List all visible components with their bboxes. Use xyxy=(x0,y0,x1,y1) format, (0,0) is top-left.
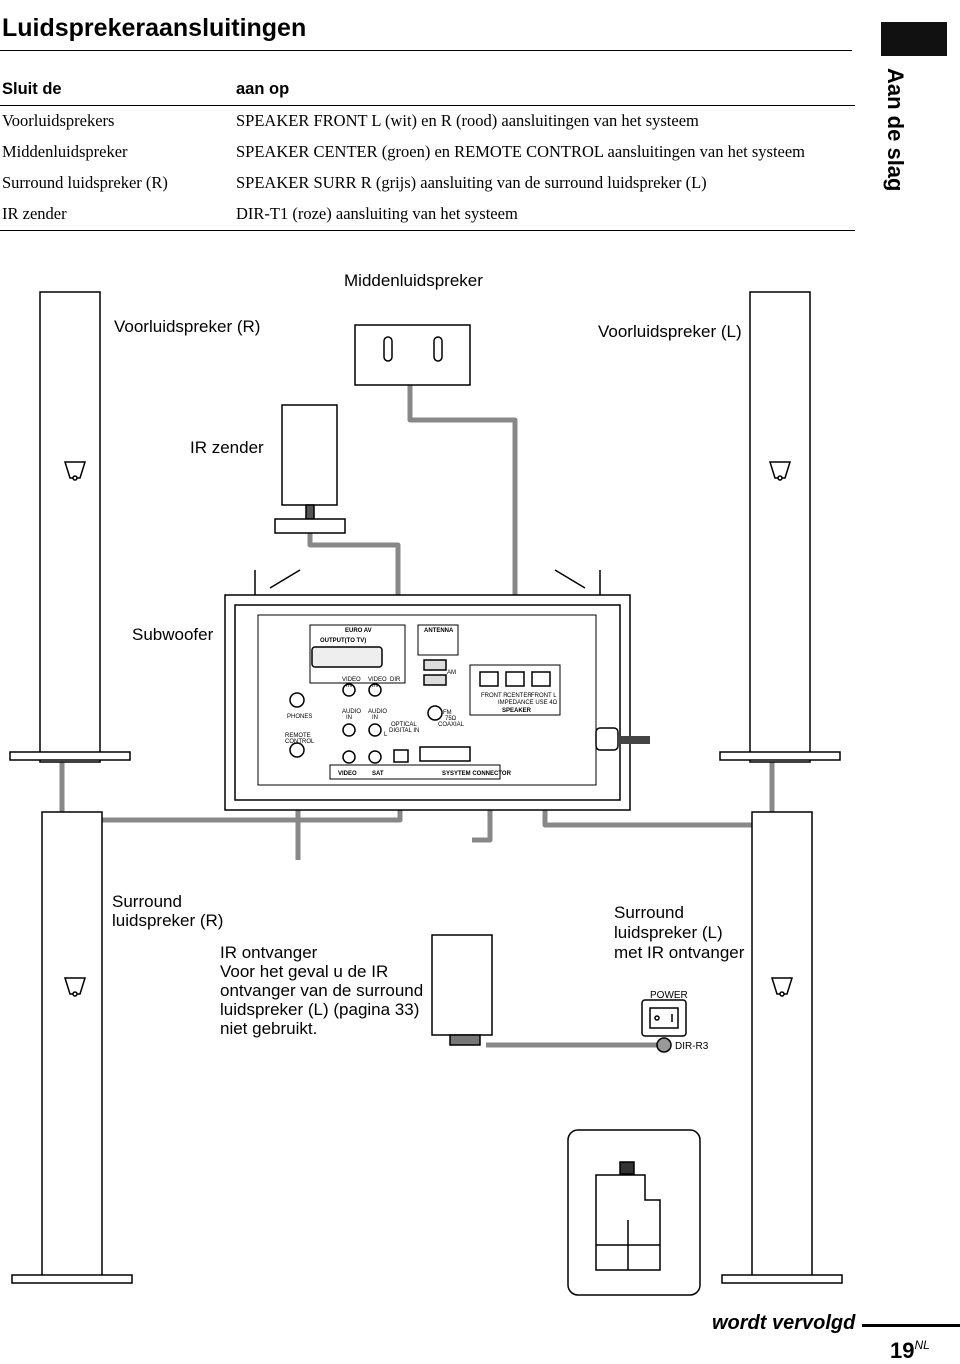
panel-system-connector: SYSYTEM CONNECTOR xyxy=(442,771,512,777)
panel-sat: SAT xyxy=(372,771,384,777)
table-header-row: Sluit de aan op xyxy=(0,76,855,106)
label-power: POWER xyxy=(650,990,688,1001)
panel-dir: DIR xyxy=(390,677,401,683)
panel-l: L xyxy=(384,732,388,738)
page-number-suffix: NL xyxy=(914,1338,930,1352)
footer-rule xyxy=(862,1324,960,1327)
panel-optical: DIGITAL IN xyxy=(389,728,419,734)
panel-output: OUTPUT(TO TV) xyxy=(320,638,366,644)
table-cell: Middenluidspreker xyxy=(2,142,128,161)
subwoofer-unit xyxy=(224,569,650,811)
page-number: 19NL xyxy=(890,1338,930,1364)
panel-center: CENTER xyxy=(507,693,532,699)
ir-receiver xyxy=(431,934,493,1046)
label-surround-r: luidspreker (R) xyxy=(112,911,223,930)
section-tab: Aan de slag xyxy=(875,68,915,208)
panel-video-in: VIDEO xyxy=(342,677,361,683)
label-subwoofer: Subwoofer xyxy=(132,625,214,644)
panel-fm: 75Ω xyxy=(445,716,457,722)
table-cell: IR zender xyxy=(0,199,234,231)
table-header: aan op xyxy=(234,76,855,106)
table-cell: Surround luidspreker (R) xyxy=(2,173,168,192)
table-row: Middenluidspreker SPEAKER CENTER (groen)… xyxy=(0,137,855,168)
table-row: Voorluidsprekers SPEAKER FRONT L (wit) e… xyxy=(0,106,855,138)
label-ir-ontvanger: ontvanger van de surround xyxy=(220,981,423,1000)
connection-table: Sluit de aan op Voorluidsprekers SPEAKER… xyxy=(0,76,855,231)
panel-speaker: SPEAKER xyxy=(502,708,532,714)
panel-audio-in: AUDIO xyxy=(342,709,361,715)
page-number-value: 19 xyxy=(890,1338,915,1363)
panel-video-in-2: VIDEO xyxy=(368,677,387,683)
panel-video-in-2: IN xyxy=(372,683,378,689)
label-front-l: Voorluidspreker (L) xyxy=(598,322,742,341)
table-cell: SPEAKER SURR R (grijs) aansluiting van d… xyxy=(236,173,707,192)
panel-audio-in-2: IN xyxy=(372,715,378,721)
table-cell: SPEAKER CENTER (groen) en REMOTE CONTROL… xyxy=(236,142,806,161)
label-ir-ontvanger: luidspreker (L) (pagina 33) xyxy=(220,1000,419,1019)
label-surround-l: met IR ontvanger xyxy=(614,943,745,962)
panel-am: AM xyxy=(447,670,456,676)
panel-euro-av: EURO AV xyxy=(345,628,372,634)
surround-speaker-r xyxy=(11,811,133,1284)
table-row: Surround luidspreker (R) SPEAKER SURR R … xyxy=(0,168,855,199)
section-tab-label: Aan de slag xyxy=(883,68,908,192)
continued-text: wordt vervolgd xyxy=(712,1312,856,1334)
table-row: IR zender DIR-T1 (roze) aansluiting van … xyxy=(0,199,855,231)
panel-video: VIDEO xyxy=(338,771,357,777)
panel-audio-in-2: AUDIO xyxy=(368,709,387,715)
table-header: Sluit de xyxy=(0,76,234,106)
label-ir-zender: IR zender xyxy=(190,438,264,457)
panel-fm: FM xyxy=(443,710,452,716)
table-cell: DIR-T1 (roze) aansluiting van het systee… xyxy=(234,199,855,231)
page-title: Luidsprekeraansluitingen xyxy=(2,14,307,42)
panel-antenna: ANTENNA xyxy=(424,628,454,634)
front-speaker-l xyxy=(719,291,841,763)
panel-impedance: IMPEDANCE USE 4Ω xyxy=(498,700,558,706)
panel-video-in: IN xyxy=(346,683,352,689)
section-marker-block xyxy=(881,22,947,56)
panel-remote: CONTROL xyxy=(285,739,315,745)
label-ir-ontvanger: niet gebruikt. xyxy=(220,1019,317,1038)
front-speaker-r xyxy=(9,291,131,763)
table-cell: Voorluidsprekers xyxy=(2,111,115,130)
surround-back-detail xyxy=(567,1129,701,1296)
diagram-labels: Middenluidspreker Voorluidspreker (R) Vo… xyxy=(112,271,745,1052)
center-speaker xyxy=(354,324,471,386)
panel-fm: COAXIAL xyxy=(438,722,465,728)
label-center-speaker: Middenluidspreker xyxy=(344,271,483,290)
label-surround-r: Surround xyxy=(112,892,182,911)
table-cell: SPEAKER FRONT L (wit) en R (rood) aanslu… xyxy=(236,111,699,130)
label-dir-r3: DIR-R3 xyxy=(675,1041,709,1052)
panel-remote: REMOTE xyxy=(285,733,311,739)
label-surround-l: Surround xyxy=(614,903,684,922)
label-front-r: Voorluidspreker (R) xyxy=(114,317,260,336)
panel-front-r: FRONT R xyxy=(481,693,508,699)
label-ir-ontvanger: Voor het geval u de IR xyxy=(220,962,388,981)
panel-optical: OPTICAL xyxy=(391,722,417,728)
label-ir-ontvanger: IR ontvanger xyxy=(220,943,318,962)
label-surround-l: luidspreker (L) xyxy=(614,923,723,942)
panel-front-l: FRONT L xyxy=(531,693,557,699)
cable-center xyxy=(407,385,518,680)
title-rule xyxy=(0,50,852,51)
panel-phones: PHONES xyxy=(287,714,312,720)
panel-audio-in: IN xyxy=(346,715,352,721)
panel-labels: EURO AV OUTPUT(TO TV) ANTENNA AM VIDEO I… xyxy=(285,628,558,777)
speaker-connection-diagram: EURO AV OUTPUT(TO TV) ANTENNA AM VIDEO I… xyxy=(9,271,843,1296)
power-switch xyxy=(641,999,687,1053)
surround-speaker-l xyxy=(721,811,843,1284)
ir-transmitter xyxy=(274,404,346,534)
